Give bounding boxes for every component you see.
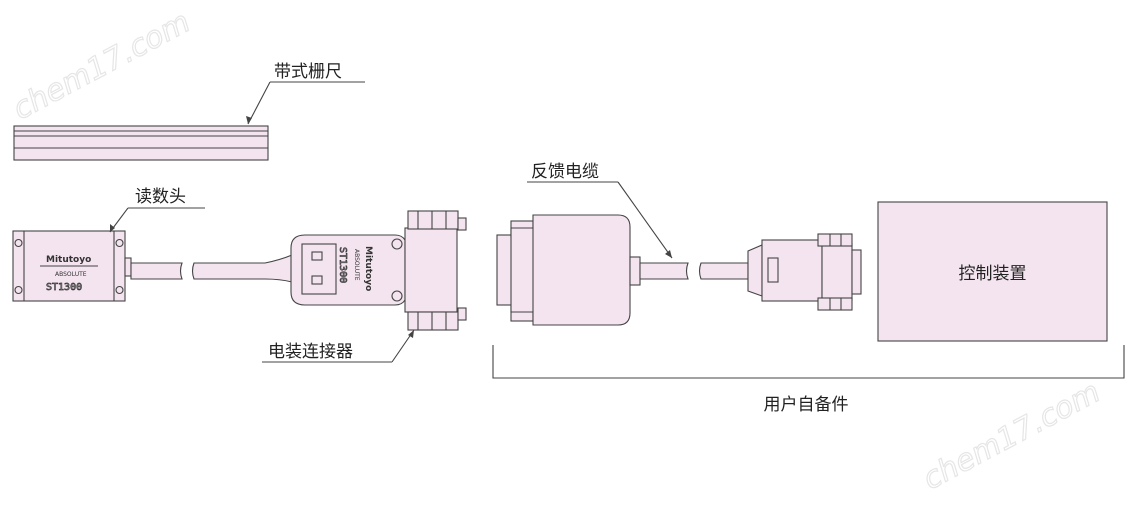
read-head-series: ABSOLUTE xyxy=(55,271,87,278)
connector-model: ST1300 xyxy=(337,247,348,283)
read-head-label: 读数头 xyxy=(135,187,186,207)
read-head-brand: Mitutoyo xyxy=(46,255,91,265)
connector-label: 电装连接器 xyxy=(268,342,353,362)
watermark-bottom-right: chem17.com xyxy=(917,375,1106,497)
connector-series: ABSOLUTE xyxy=(353,249,360,281)
tape-scale xyxy=(13,125,269,161)
controller-label: 控制装置 xyxy=(959,264,1027,284)
read-head-cable xyxy=(130,254,293,283)
feedback-cable-callout xyxy=(527,181,673,259)
electrical-connector xyxy=(290,210,467,331)
watermark-top-left: chem17.com xyxy=(7,5,196,127)
read-head xyxy=(12,230,132,302)
read-head-callout xyxy=(109,207,205,233)
user-supplied-label: 用户自备件 xyxy=(764,395,849,415)
connector-brand: Mitutoyo xyxy=(363,246,373,291)
feedback-cable-plug-right xyxy=(747,233,862,311)
feedback-cable-plug-left xyxy=(496,214,641,326)
user-supplied-bracket xyxy=(492,345,1125,379)
connector-callout xyxy=(262,329,415,363)
read-head-model: ST1300 xyxy=(46,282,82,293)
tape-scale-label: 带式栅尺 xyxy=(274,62,342,82)
controller-box xyxy=(877,201,1108,342)
feedback-cable-label: 反馈电缆 xyxy=(531,162,599,182)
feedback-cable xyxy=(639,262,749,280)
tape-scale-callout xyxy=(246,81,365,125)
